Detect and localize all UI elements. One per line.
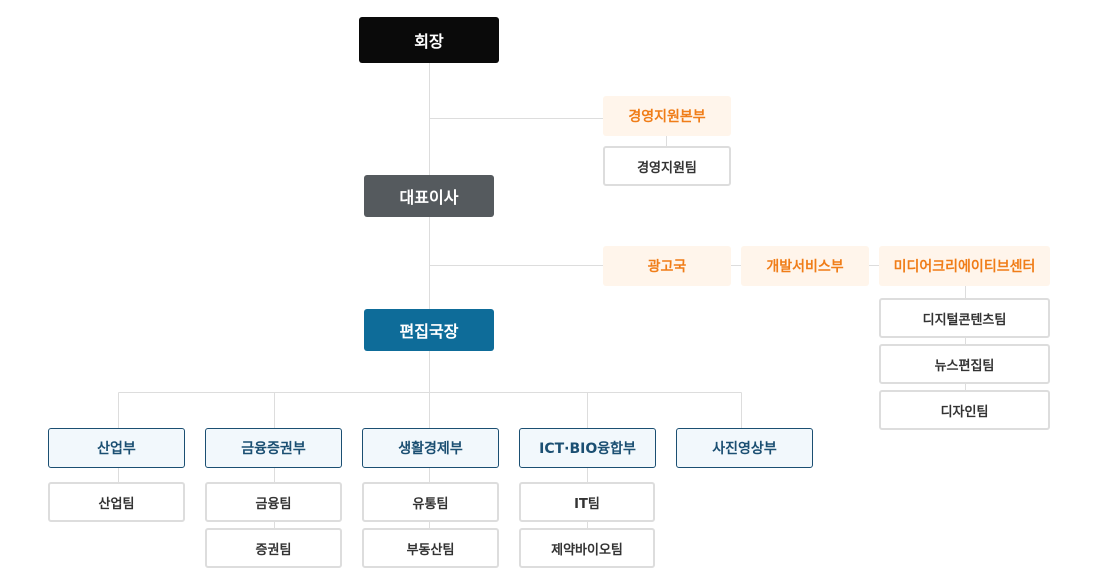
chair-label: 회장 bbox=[414, 32, 444, 51]
dept-ict-bio-box: ICT·BIO융합부 bbox=[519, 428, 656, 468]
dept-industry-box: 산업부 bbox=[48, 428, 185, 468]
securities-team-label: 증권팀 bbox=[255, 542, 292, 558]
ceo-label: 대표이사 bbox=[399, 188, 459, 207]
ceo-box: 대표이사 bbox=[364, 175, 494, 217]
dept-finance-label: 금융증권부 bbox=[241, 441, 306, 457]
management-team-box: 경영지원팀 bbox=[603, 146, 731, 186]
editor-in-chief-box: 편집국장 bbox=[364, 309, 494, 351]
it-team-box: IT팀 bbox=[519, 482, 655, 522]
industry-team-label: 산업팀 bbox=[98, 496, 135, 512]
pharma-bio-team-box: 제약바이오팀 bbox=[519, 528, 655, 568]
design-team-label: 디자인팀 bbox=[940, 404, 989, 420]
industry-team-box: 산업팀 bbox=[48, 482, 185, 522]
dept-living-economy-label: 생활경제부 bbox=[398, 441, 463, 457]
dept-industry-label: 산업부 bbox=[97, 441, 136, 457]
chair-box: 회장 bbox=[359, 17, 499, 63]
dev-service-box: 개발서비스부 bbox=[741, 246, 869, 286]
pharma-bio-team-label: 제약바이오팀 bbox=[551, 542, 623, 558]
digital-content-team-label: 디지털콘텐츠팀 bbox=[922, 312, 1007, 328]
management-division-label: 경영지원본부 bbox=[628, 109, 706, 125]
finance-team-box: 금융팀 bbox=[205, 482, 342, 522]
editor-in-chief-label: 편집국장 bbox=[399, 322, 459, 341]
securities-team-box: 증권팀 bbox=[205, 528, 342, 568]
media-creative-center-box: 미디어크리에이티브센터 bbox=[879, 246, 1050, 286]
digital-content-team-box: 디지털콘텐츠팀 bbox=[879, 298, 1050, 338]
it-team-label: IT팀 bbox=[574, 496, 600, 512]
dept-finance-box: 금융증권부 bbox=[205, 428, 342, 468]
dept-ict-bio-label: ICT·BIO융합부 bbox=[539, 441, 636, 457]
dept-photo-video-label: 사진영상부 bbox=[712, 441, 777, 457]
ad-bureau-label: 광고국 bbox=[647, 259, 687, 275]
real-estate-team-box: 부동산팀 bbox=[362, 528, 499, 568]
dept-photo-video-box: 사진영상부 bbox=[676, 428, 813, 468]
media-creative-center-label: 미디어크리에이티브센터 bbox=[893, 259, 1036, 275]
news-edit-team-box: 뉴스편집팀 bbox=[879, 344, 1050, 384]
distribution-team-box: 유통팀 bbox=[362, 482, 499, 522]
finance-team-label: 금융팀 bbox=[255, 496, 292, 512]
management-division-box: 경영지원본부 bbox=[603, 96, 731, 136]
design-team-box: 디자인팀 bbox=[879, 390, 1050, 430]
real-estate-team-label: 부동산팀 bbox=[406, 542, 455, 558]
management-team-label: 경영지원팀 bbox=[637, 160, 697, 176]
distribution-team-label: 유통팀 bbox=[412, 496, 449, 512]
ad-bureau-box: 광고국 bbox=[603, 246, 731, 286]
dept-living-economy-box: 생활경제부 bbox=[362, 428, 499, 468]
dev-service-label: 개발서비스부 bbox=[766, 259, 844, 275]
news-edit-team-label: 뉴스편집팀 bbox=[934, 358, 995, 374]
